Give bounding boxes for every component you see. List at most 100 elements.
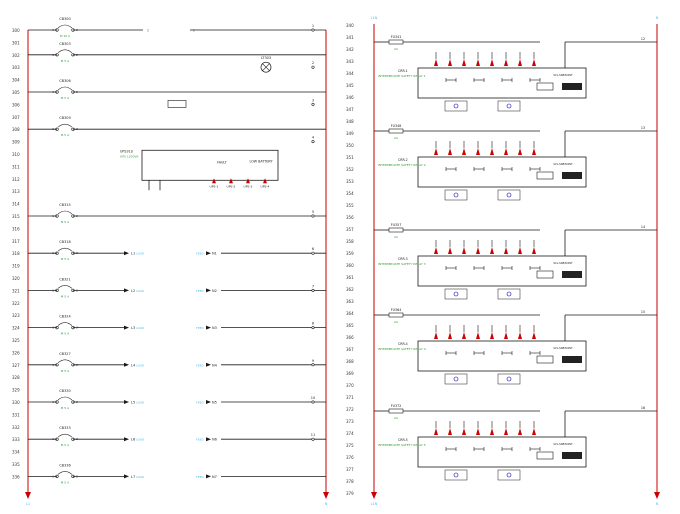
rung-number: 317 [12,239,20,244]
terminal-num: 1 [52,326,54,330]
breaker-rating: M 5 A [61,369,70,373]
terminal-arrow [518,59,522,66]
relay-name: CRR-3 [398,257,408,261]
rung-number: 327 [12,363,20,368]
breaker-name: CB315 [59,203,71,207]
rung-number: 378 [346,479,354,484]
terminal [311,102,315,106]
rung-number: 368 [346,359,354,364]
breaker-rating: M 5 A [61,443,70,447]
load-coil [506,192,512,198]
terminal-number: 7 [312,284,314,288]
arrow-out [124,288,129,293]
rung-number: 323 [12,313,20,318]
breaker-contact [57,285,73,289]
light-name: LT303 [261,56,271,60]
rung-number: 321 [12,288,20,293]
rung-number: 316 [12,226,20,231]
breaker-name: CB336 [59,463,71,467]
terminal-arrow [462,59,466,66]
terminal-number: 6 [312,247,314,251]
breaker-contact [57,24,73,29]
load [497,373,521,385]
relay-frame [417,340,587,372]
rung-number: 379 [346,491,354,496]
lamp-cross [262,63,270,71]
terminal-arrow [518,247,522,254]
rung-number: 328 [12,375,20,380]
arrow-in [206,325,211,330]
rail-arrow [654,492,660,499]
arrow-out [124,400,129,404]
terminal-arrow [504,332,508,339]
relay-name: CRR-5 [398,438,408,442]
breaker-contact [57,210,73,215]
fuse-rating: 2A [394,235,399,239]
wire-out: L3 [131,326,135,330]
rung-number: 300 [12,28,20,33]
dest-tag: FEED [196,401,205,405]
terminal-number: 5 [312,210,314,214]
terminal-arrow [476,247,480,254]
circuit-breaker: CB33012M 5 A [52,389,78,410]
circuit-breaker: CB31812M 5 A [52,240,78,261]
terminal-arrow [476,332,480,339]
breaker-rating: M 5 A [61,480,70,484]
relay-name: CRR-1 [398,69,408,73]
terminal-arrow [448,148,452,155]
dest-tag: LOAD [136,401,145,405]
relay-label: INTERMEDIATE SAFETY RELAY 2 [378,163,426,167]
rail-tag: N [325,502,328,506]
terminal-number: 10 [311,396,315,400]
rung-number: 366 [346,335,354,340]
rail-tag: N [656,16,659,20]
rung-number: 351 [346,155,354,160]
terminal-arrow [462,332,466,339]
breaker-rating: M 5 A [61,257,70,261]
rung-number: 357 [346,227,354,232]
circuit-breaker: CB32712M 5 A [52,352,78,373]
rung-number: 371 [346,395,354,400]
terminal-num: 1 [52,400,54,404]
dest-tag: LOAD [136,326,145,330]
terminal-arrow [490,59,494,66]
rung-number: 336 [12,474,20,479]
terminal-arrow [476,428,480,435]
breaker-name: CB321 [59,277,71,281]
arrow-in [206,400,211,404]
fuse-rating: 2A [394,47,399,51]
relay-desc: SCL-SRB300ST [553,442,573,446]
terminal-num: 1 [52,28,54,32]
breaker-contact [57,433,73,438]
arrow-in [206,362,211,367]
fuse [388,227,404,233]
rung-number: 332 [12,425,20,430]
rail-arrow [25,492,31,499]
relay-indicator [562,452,582,459]
dest-tag: FEED [196,438,205,442]
breaker-terminal [55,90,59,94]
breaker-rating: M 5 A [61,406,70,410]
terminal-arrow [490,247,494,254]
circuit-breaker: CB33612M 5 A [52,463,78,484]
fuse-name: FU348 [391,124,402,128]
load-coil [506,103,512,109]
breaker-rating: M 5 A [61,96,70,100]
terminal [311,288,315,292]
breaker-name: CB303 [59,42,71,46]
terminal-number: 4 [312,136,315,140]
terminal-arrow [518,332,522,339]
fuse [388,312,404,318]
breaker-rating: M 10 A [60,34,71,38]
relay-dip [536,270,554,279]
rung-number: 364 [346,311,354,316]
fuse-rating: 2A [394,320,399,324]
breaker-name: CB318 [59,240,71,244]
rung-number: 330 [12,400,20,405]
terminal-arrow [434,59,438,66]
rung-number: 308 [12,127,20,132]
breaker-rating: M 5 A [61,59,70,63]
circuit-breaker: CB32112M 5 A [52,277,78,298]
fuse [388,128,404,134]
